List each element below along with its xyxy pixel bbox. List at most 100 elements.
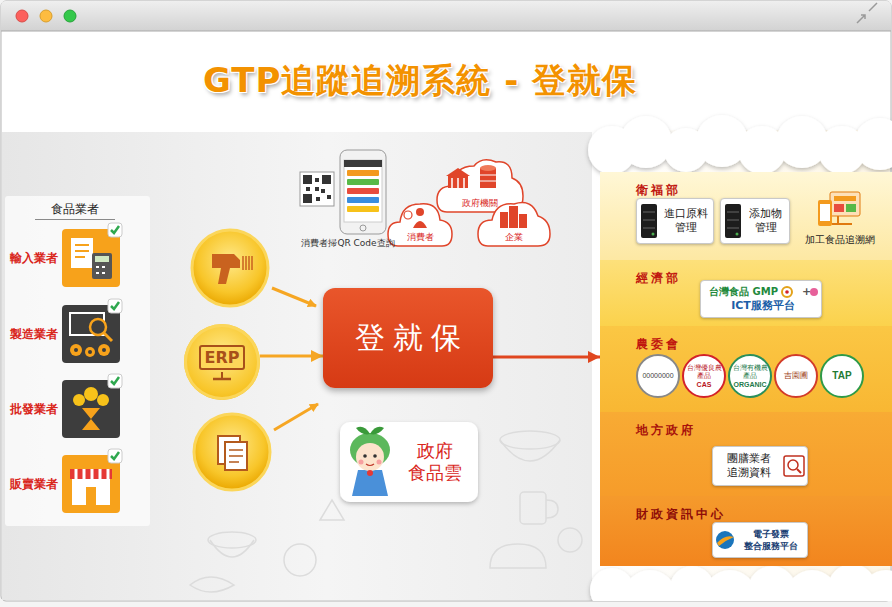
app-icon-box-text: 加工食品追溯網: [805, 234, 875, 246]
top-clouds: [620, 116, 672, 168]
wholesaler-icon: [62, 380, 120, 438]
caption-label: 消費者掃QR Code查詢: [290, 238, 406, 249]
manufacturer-icon: [102, 348, 106, 352]
phone: [347, 170, 379, 176]
qr-code: [327, 195, 331, 199]
wholesaler-icon: [82, 408, 100, 430]
certification-logo-text: 吉園圃: [784, 372, 808, 380]
document-icon: [225, 442, 247, 470]
food-doodles: [500, 431, 560, 449]
qr-code: [315, 187, 319, 191]
erp-monitor-stand: [221, 372, 223, 378]
government-icon: [448, 176, 468, 188]
trace-app-icon: [834, 196, 856, 201]
server-icon: [652, 233, 655, 236]
gmp-platform-box-text: +: [802, 285, 811, 299]
gold-circle: [194, 414, 270, 490]
manufacturer-icon: [62, 305, 120, 363]
einvoice-platform-box: 電子發票 整合服務平台: [712, 522, 808, 558]
middle-ground: [2, 132, 592, 600]
server-icon: [725, 204, 741, 238]
erp-circle-text: ERP: [199, 345, 246, 370]
food-doodles: [190, 577, 234, 592]
agency-band: 進口原料 管理添加物 管理加工食品追溯網衛福部: [600, 172, 892, 260]
agency-band-text: 農委會: [636, 337, 681, 351]
food-doodles: [210, 540, 254, 557]
phone: [347, 197, 379, 203]
mascot: [363, 454, 367, 458]
scanner-icon: [212, 254, 240, 284]
consumer-icon: [416, 208, 424, 216]
government-icon: [480, 165, 496, 171]
importer-icon: [111, 226, 119, 233]
document-icon: [218, 436, 247, 470]
wholesaler-icon: [111, 377, 119, 384]
qr-code: [321, 189, 325, 193]
mascot: [370, 427, 384, 435]
mascot: [352, 470, 388, 496]
manufacturer-icon: [98, 344, 110, 356]
trace-app-icon: [818, 192, 860, 226]
importer-icon: [108, 223, 122, 237]
retailer-icon: [62, 449, 122, 513]
catering-data-icon: [784, 456, 804, 476]
bottom-clouds: [704, 570, 756, 601]
gmp-mark: [782, 287, 818, 297]
retailer-icon: [76, 469, 108, 479]
government-icon: [446, 165, 496, 188]
mascot: [366, 464, 374, 466]
cloud-node-text: 消費者: [407, 232, 434, 243]
scanner-icon: [243, 256, 252, 270]
agency-band-text: 經濟部: [636, 271, 681, 285]
manufacturer-icon: [108, 299, 122, 313]
business-type-item-text: 輸入業者: [8, 250, 60, 267]
scanner-icon: [212, 254, 252, 284]
consumer-icon: [404, 211, 412, 219]
agency-band: 00000000台灣優良農產品CAS台灣有機農產品ORGANIC吉園圃TAP農委…: [600, 326, 892, 412]
bottom-clouds: [624, 570, 676, 601]
cloud-node: 政府機關: [437, 158, 523, 212]
phone: [344, 160, 382, 167]
certification-logo-text: ORGANIC: [733, 380, 766, 389]
government-icon: [480, 175, 496, 181]
flow-arrow: [260, 355, 323, 358]
retailer-icon: [108, 449, 122, 463]
cloud-node: 消費者: [388, 198, 452, 246]
phone: [347, 188, 379, 194]
service-box: 添加物 管理: [720, 198, 790, 244]
certification-logo-text: 00000000: [642, 372, 673, 380]
phone: [340, 150, 386, 234]
erp-circle: ERP: [184, 324, 260, 400]
service-box-text: 添加物 管理: [745, 207, 786, 235]
phone: [347, 206, 379, 212]
importer-icon: [62, 229, 120, 287]
food-business-panel: 輸入業者製造業者批發業者販賣業者食品業者: [5, 196, 150, 526]
phone: [344, 160, 382, 222]
business-type-item-text: 販賣業者: [8, 476, 60, 493]
erp-monitor-stand: [213, 372, 231, 379]
einvoice-platform-box-text: 電子發票 整合服務平台: [737, 528, 804, 552]
mascot: [356, 427, 370, 435]
food-cloud-box: 政府 食品雲: [340, 422, 478, 502]
retailer-icon: [62, 455, 120, 513]
food-doodles: [320, 500, 344, 520]
gmp-mark: [810, 288, 818, 296]
gmp-mark: [785, 290, 789, 294]
qr-code: [315, 178, 319, 182]
server-icon: [641, 204, 741, 238]
qr-code: [303, 175, 312, 184]
cloud-node-text: 企業: [505, 232, 523, 243]
bottom-clouds: [590, 564, 892, 601]
trace-app-icon: [834, 204, 844, 212]
retailer-icon: [86, 487, 96, 505]
government-icon: [480, 168, 496, 188]
server-icon: [643, 212, 655, 228]
app-icon-box: 加工食品追溯網: [796, 188, 884, 248]
food-business-panel-text: 食品業者: [35, 202, 115, 220]
window-frame: [857, 3, 877, 23]
manufacturer-icon: [62, 299, 122, 363]
trace-app-icon: [830, 192, 860, 216]
flow-arrow: [493, 356, 600, 359]
mascot: [367, 470, 373, 476]
